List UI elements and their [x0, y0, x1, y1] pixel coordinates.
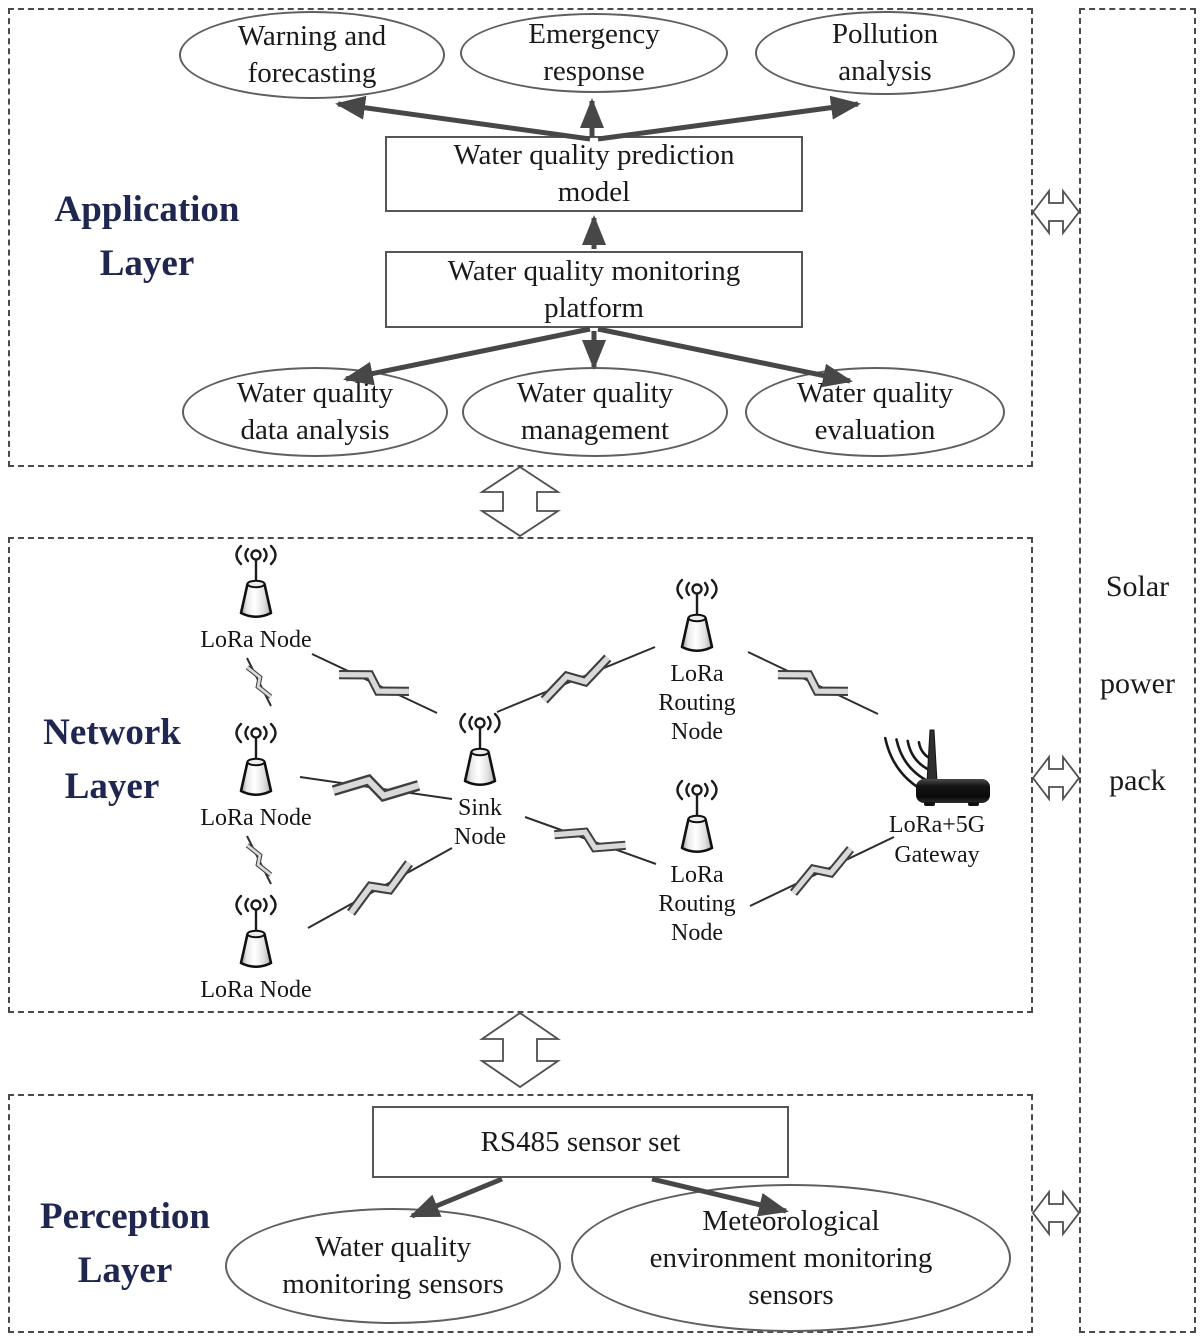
node-label-line: Gateway: [894, 842, 980, 868]
ellipse-text: management: [520, 414, 670, 446]
gateway-router-icon: [883, 729, 990, 806]
antenna-node-icon: [235, 722, 277, 797]
double-arrow-app-solar: [1031, 188, 1081, 236]
antenna-node-icon: [676, 779, 718, 854]
ellipse-text: Water quality: [796, 377, 954, 409]
double-arrow-perception-solar: [1031, 1189, 1081, 1237]
node-label-line: LoRa+5G: [888, 812, 986, 838]
ellipse-text: Meteorological: [702, 1204, 880, 1237]
ellipse-text: data analysis: [240, 414, 390, 446]
node-label-line: Routing: [658, 690, 736, 716]
solar-word-1: Solar: [1105, 570, 1170, 603]
sink-node: Sink Node: [400, 708, 560, 852]
ellipse-text: forecasting: [247, 57, 377, 89]
ellipse-text: monitoring sensors: [282, 1268, 504, 1300]
prediction-model-box: Water quality prediction model: [385, 136, 803, 212]
rs485-sensor-box: RS485 sensor set: [372, 1106, 789, 1178]
ellipse-text: analysis: [838, 55, 932, 87]
ellipse-text: Water quality: [236, 377, 394, 409]
node-label: Sink Node: [454, 794, 506, 852]
ellipse-text: environment monitoring: [649, 1241, 933, 1274]
ellipse-text: sensors: [748, 1278, 834, 1311]
pollution-analysis-ellipse: Pollution analysis: [755, 11, 1015, 95]
ellipse-text: Pollution: [831, 18, 939, 50]
ellipse-text: Warning and: [237, 20, 387, 52]
water-sensors-ellipse: Water quality monitoring sensors: [225, 1208, 561, 1324]
node-label-line: LoRa: [670, 862, 724, 888]
box-text: RS485 sensor set: [480, 1125, 681, 1158]
solar-word-2: power: [1100, 667, 1175, 700]
node-label-line: Sink: [457, 795, 502, 821]
antenna-node-icon: [676, 578, 718, 653]
solar-power-box: [1079, 8, 1196, 1333]
lora-node-3: LoRa Node: [176, 890, 336, 1005]
lora-5g-gateway: LoRa+5G Gateway: [872, 694, 1002, 870]
node-label: LoRa Node: [200, 627, 312, 653]
box-text: Water quality prediction: [453, 139, 735, 171]
node-label: LoRa Routing Node: [658, 660, 735, 747]
node-label: LoRa Node: [200, 977, 312, 1003]
network-layer-box: [8, 537, 1033, 1013]
node-label-line: Node: [671, 719, 723, 745]
application-layer-title: Application Layer: [54, 189, 240, 284]
node-label: LoRa+5G Gateway: [889, 810, 985, 870]
gateway-antenna: [926, 729, 938, 783]
ellipse-text: Water quality: [516, 377, 674, 409]
lora-node-2: LoRa Node: [176, 718, 336, 833]
box-text: platform: [544, 291, 644, 324]
antenna-node-icon: [235, 894, 277, 969]
double-arrow-network-perception: [479, 1011, 561, 1089]
box-text: model: [557, 176, 631, 208]
node-label-line: Node: [454, 824, 506, 850]
ellipse-text: evaluation: [814, 414, 936, 446]
meteo-sensors-ellipse: Meteorological environment monitoring se…: [571, 1184, 1011, 1332]
box-text: Water quality monitoring: [447, 254, 741, 287]
lora-routing-node-2: LoRa Routing Node: [617, 775, 777, 948]
solar-word-3: pack: [1109, 764, 1166, 797]
evaluation-ellipse: Water quality evaluation: [745, 367, 1005, 457]
monitoring-platform-box: Water quality monitoring platform: [385, 251, 803, 328]
gateway-body: [916, 779, 990, 803]
node-label: LoRa Node: [200, 805, 312, 831]
management-ellipse: Water quality management: [462, 367, 728, 457]
ellipse-text: Emergency: [528, 18, 660, 50]
data-analysis-ellipse: Water quality data analysis: [182, 367, 448, 457]
antenna-node-icon: [459, 712, 501, 787]
lora-routing-node-1: LoRa Routing Node: [617, 574, 777, 747]
node-label-line: Routing: [658, 891, 736, 917]
node-label-line: Node: [671, 920, 723, 946]
node-label: LoRa Routing Node: [658, 861, 735, 948]
ellipse-text: response: [543, 55, 645, 87]
warning-forecasting-ellipse: Warning and forecasting: [179, 11, 445, 99]
network-layer-title: Network Layer: [43, 712, 181, 807]
antenna-node-icon: [235, 544, 277, 619]
double-arrow-app-network: [478, 465, 562, 538]
double-arrow-network-solar: [1031, 754, 1081, 802]
lora-node-1: LoRa Node: [176, 540, 336, 655]
emergency-response-ellipse: Emergency response: [460, 13, 728, 93]
ellipse-text: Water quality: [314, 1231, 472, 1263]
perception-layer-title: Perception Layer: [40, 1196, 210, 1291]
node-label-line: LoRa: [670, 661, 724, 687]
